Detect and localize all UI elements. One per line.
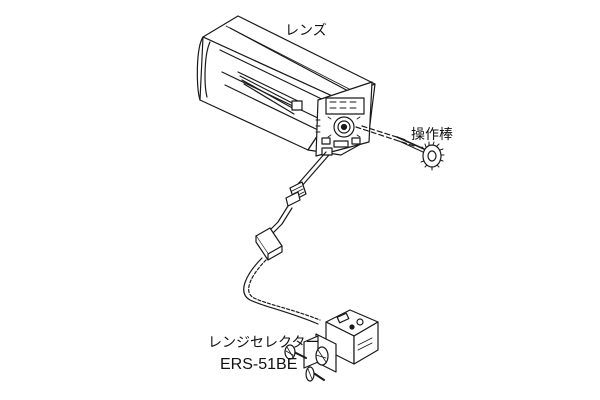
range-selector-label: レンジセレクター: [208, 335, 320, 351]
cable-icon: [243, 151, 330, 325]
range-selector-icon: [284, 309, 379, 382]
lens-label: レンズ: [285, 23, 327, 39]
lens-body-icon: [196, 15, 376, 157]
control-rod-label: 操作棒: [411, 127, 453, 143]
control-rod-icon: [355, 125, 445, 171]
model-label: ERS-51BE: [220, 356, 298, 373]
